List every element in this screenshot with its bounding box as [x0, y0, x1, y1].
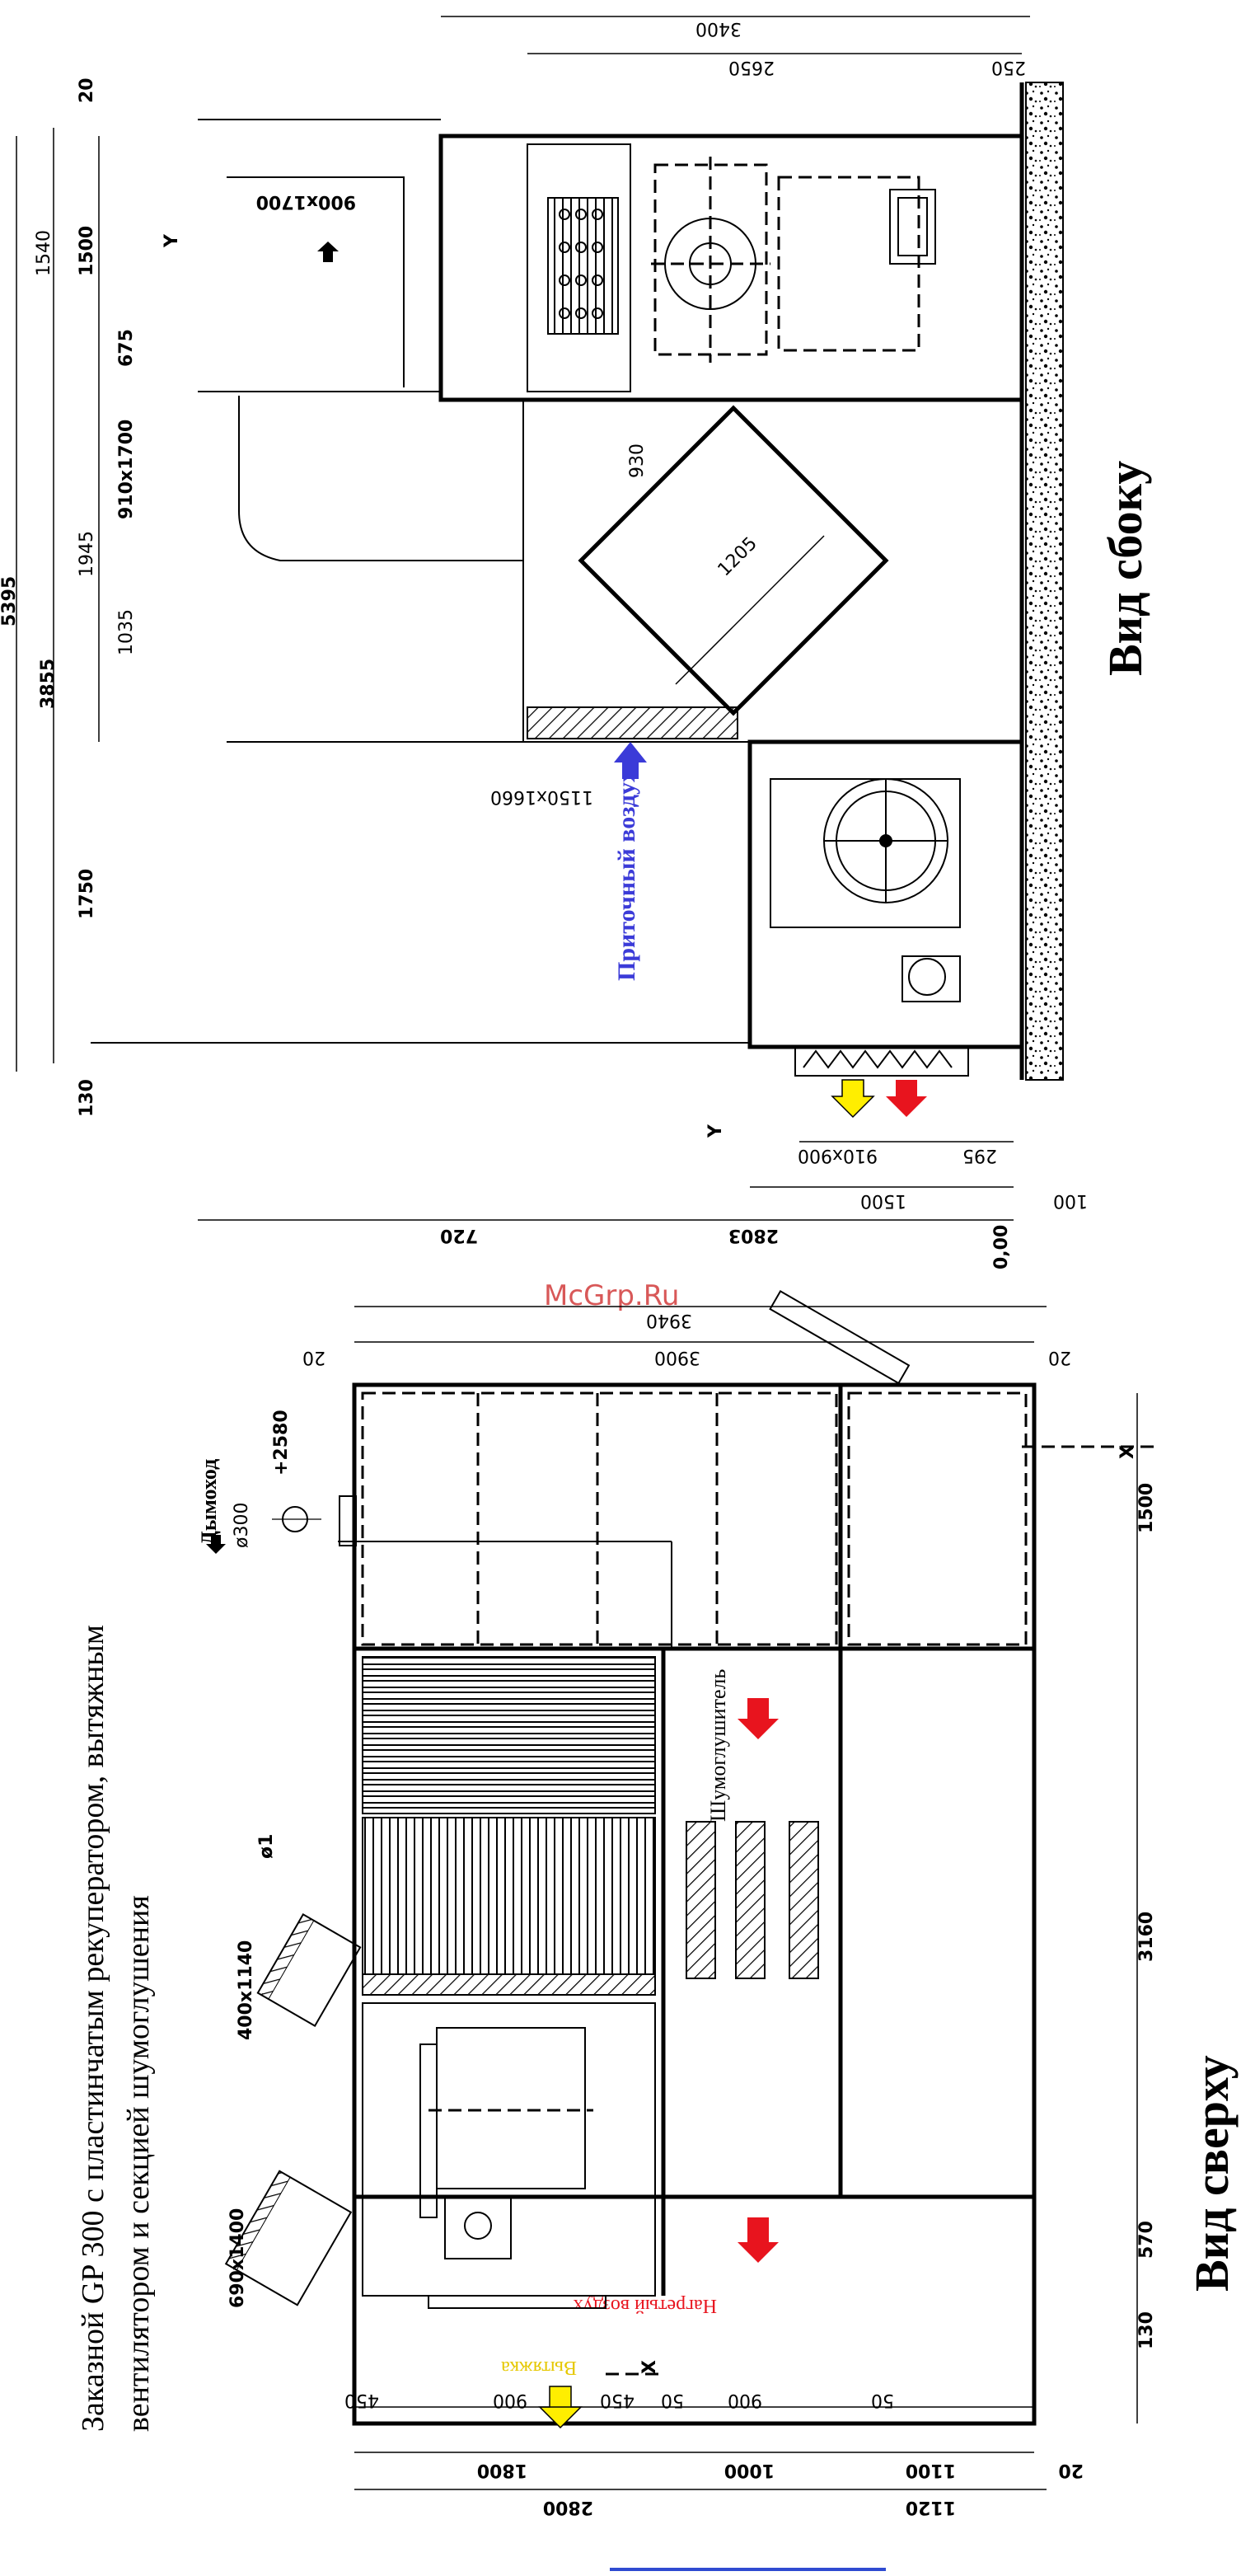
axis-x-bottom: X — [639, 2360, 660, 2374]
silencer-baffles — [686, 1821, 819, 1979]
dim-left-bottom: 1750 — [77, 869, 97, 919]
dim-bottom-295: 295 — [962, 1145, 997, 1166]
exhaust-fan — [362, 2002, 656, 2297]
dim-top-left-tv: 20 — [302, 1347, 325, 1368]
dim-bottom-1120: 1120 — [906, 2497, 956, 2517]
filter-section — [362, 1656, 656, 1814]
dim-bot-450b: 450 — [600, 2390, 635, 2410]
dim-right-1500: 1500 — [1136, 1483, 1157, 1533]
heated-air-label: Нагретый воздух — [574, 2295, 717, 2316]
dim-675: 675 — [116, 329, 137, 367]
axis-y-top: Y — [162, 233, 182, 248]
smoke-height: +2580 — [271, 1410, 292, 1476]
dim-intake-duct: 1150x1660 — [490, 786, 593, 807]
dim-top-small: 250 — [991, 57, 1026, 77]
duct-b-label: 690x1400 — [227, 2208, 248, 2308]
damper-rotated — [769, 1289, 911, 1385]
coil-section — [362, 1817, 656, 1975]
dim-1205: 1205 — [714, 533, 761, 580]
dim-top-main-tv: 3900 — [654, 1347, 700, 1368]
level-zero: 0,00 — [991, 1225, 1012, 1269]
supply-fan — [770, 778, 961, 1002]
top-view: Заказной GP 300 с пластинчатым рекуперат… — [76, 1289, 1239, 2517]
dim-right-3160: 3160 — [1136, 1912, 1157, 1962]
exhaust-label: Вытяжка — [501, 2357, 577, 2378]
cold-arrow-side — [831, 1079, 875, 1119]
intake-damper — [527, 706, 738, 739]
dim-left-mid-b: 1035 — [116, 609, 137, 655]
dim-right-570: 570 — [1136, 2221, 1157, 2259]
dim-bottom-720: 720 — [440, 1225, 478, 1246]
dim-top-total: 3400 — [695, 18, 742, 39]
dim-bottom-1800: 1800 — [477, 2460, 527, 2480]
dim-bot-900a: 900 — [493, 2390, 527, 2410]
watermark: McGrp.Ru — [544, 1279, 679, 1312]
top-view-title: Вид сверху — [1185, 2055, 1239, 2292]
side-view: 1205 930 1150x1660 Приточный воздух 910x… — [0, 16, 1152, 1269]
dim-left-lower: 3855 — [38, 659, 59, 709]
dim-bot-50b: 50 — [871, 2390, 894, 2410]
supply-air-arrow — [614, 742, 647, 779]
dim-bottom-1000: 1000 — [724, 2460, 775, 2480]
dim-bottom-1500: 1500 — [860, 1190, 906, 1211]
heading-line1: Заказной GP 300 с пластинчатым рекуперат… — [76, 1625, 110, 2432]
dim-bot-900b: 900 — [728, 2390, 762, 2410]
axis-y-bottom: Y — [705, 1124, 726, 1138]
dim-left-upper: 1540 — [34, 230, 54, 276]
hot-arrow-heated — [738, 2217, 779, 2263]
plate-heat-exchanger: 1205 930 — [578, 405, 889, 716]
housing-middle — [522, 399, 1023, 743]
dim-right-130: 130 — [1136, 2311, 1157, 2349]
ground-strip — [1025, 82, 1064, 1081]
hot-arrow-side — [886, 1080, 927, 1117]
dim-left-foot: 130 — [77, 1079, 97, 1117]
dim-right-20: 20 — [1058, 2460, 1084, 2480]
dim-bot-450a: 450 — [344, 2390, 379, 2410]
silencer-label: Шумоглушитель — [706, 1669, 730, 1822]
side-view-title: Вид сбоку — [1098, 461, 1152, 676]
dim-left-top-gap: 20 — [77, 77, 97, 103]
supply-air-label: Приточный воздух — [613, 770, 640, 981]
heading-line2: вентилятором и секцией шумоглушения — [121, 1895, 156, 2432]
dim-bottom-2800: 2800 — [543, 2497, 593, 2517]
smoke-diameter: ø300 — [232, 1503, 252, 1548]
burner-assembly — [651, 157, 936, 363]
dim-bottom-100: 100 — [1053, 1190, 1088, 1211]
dim-top-right-tv: 20 — [1048, 1347, 1071, 1368]
dim-left-mid: 1945 — [77, 531, 97, 577]
hot-arrow-silencer — [738, 1698, 779, 1739]
duct-a-label: 400x1140 — [236, 1940, 256, 2040]
outlet-grille — [794, 1046, 969, 1077]
dim-top-main: 2650 — [728, 57, 775, 77]
dim-bottom-2803: 2803 — [728, 1225, 779, 1246]
dim-outlet-duct: 910x900 — [798, 1145, 878, 1166]
axis-x-right: X — [1117, 1445, 1138, 1459]
dim-phi: ø1 — [256, 1834, 277, 1859]
duct-top-label: 900x1700 — [256, 191, 356, 212]
dim-left-total: 5395 — [0, 576, 20, 626]
filter-grid — [547, 197, 619, 335]
smoke-label: Дымоход — [197, 1459, 221, 1546]
dim-bot-50a: 50 — [661, 2390, 684, 2410]
dim-duct-mid: 910x1700 — [116, 420, 137, 519]
dim-top-total-tv: 3940 — [646, 1310, 692, 1330]
dim-left-upper-b: 1500 — [77, 226, 97, 276]
dim-930: 930 — [627, 443, 648, 478]
dim-bottom-1100: 1100 — [906, 2460, 956, 2480]
